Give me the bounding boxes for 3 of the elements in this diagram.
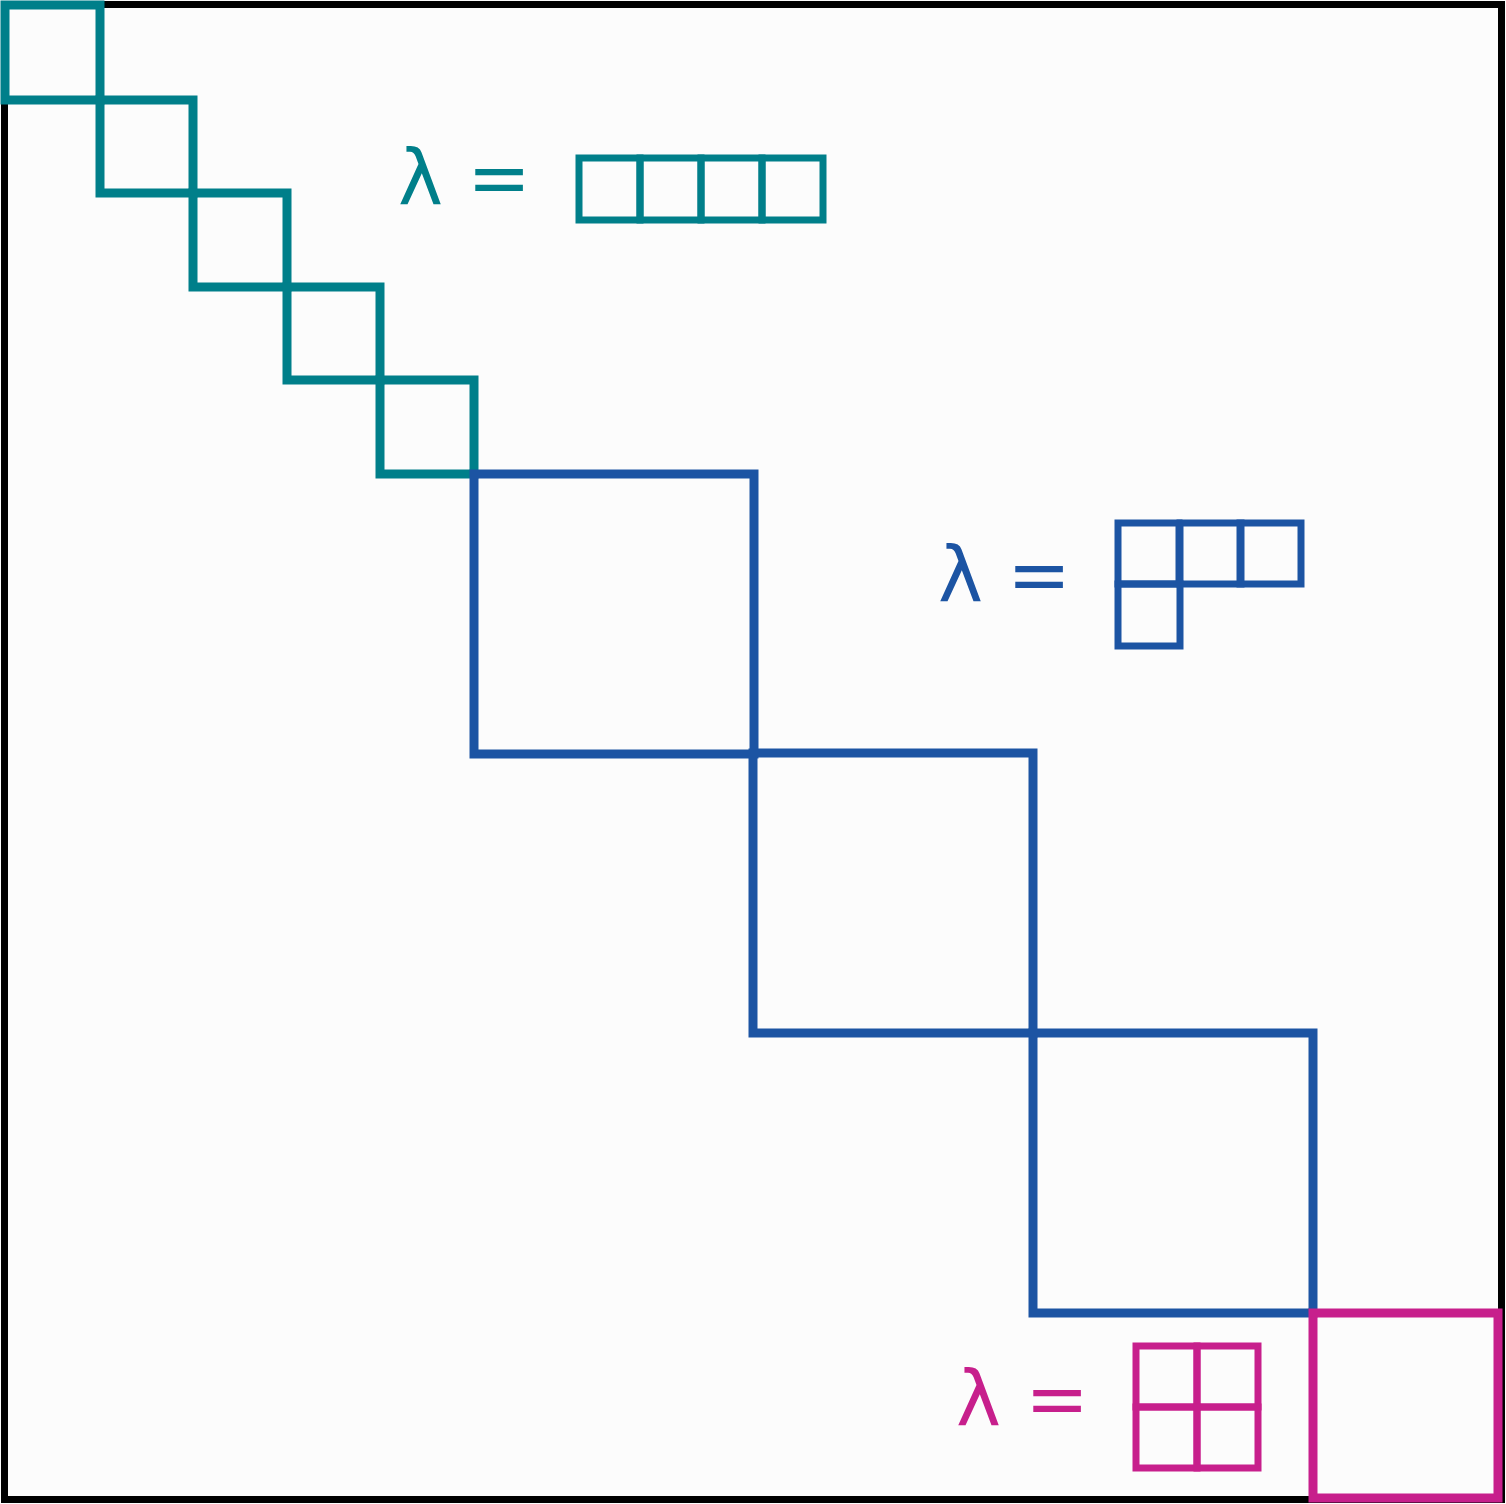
lambda-equation: λ = — [956, 1361, 1089, 1437]
lambda-equation: λ = — [398, 140, 531, 216]
lambda-equation: λ = — [938, 537, 1071, 613]
